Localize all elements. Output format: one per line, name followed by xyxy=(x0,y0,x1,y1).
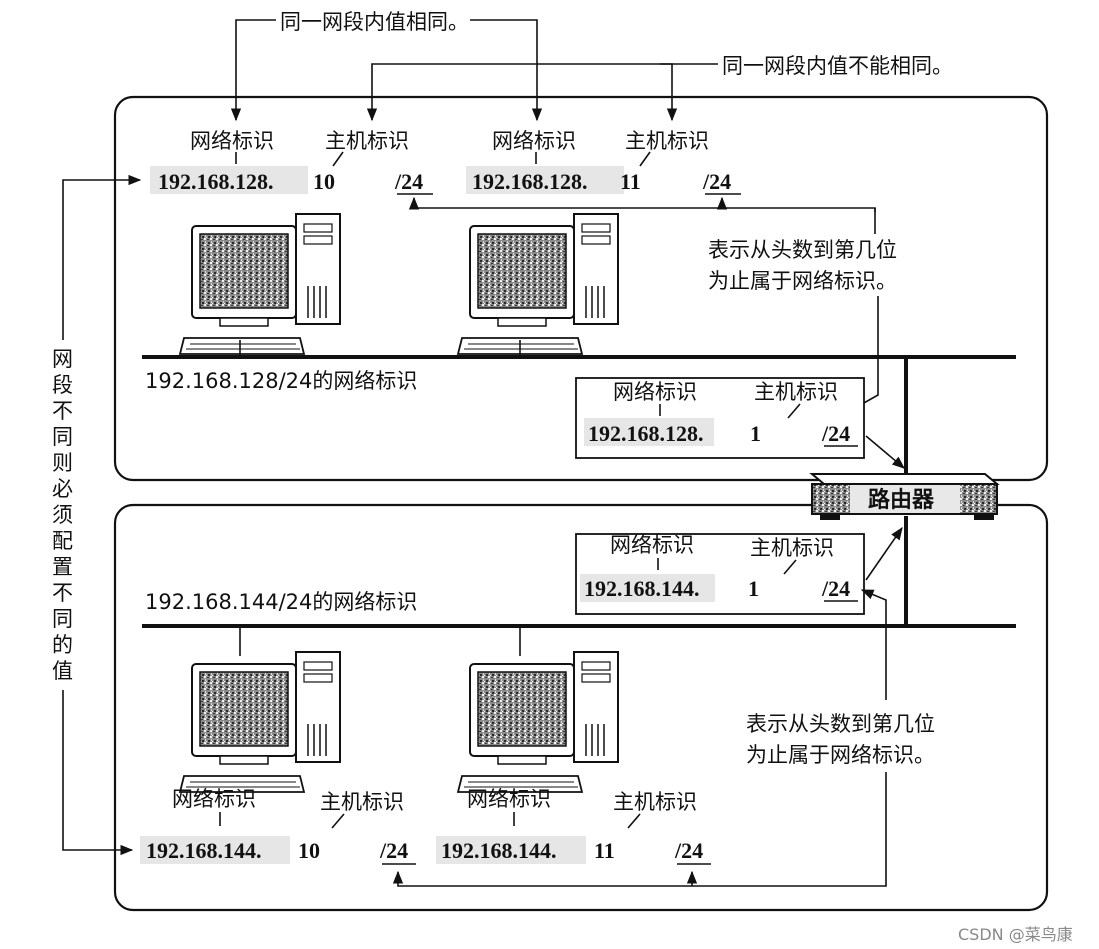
bottom-prefix-note-line1: 表示从头数到第几位 xyxy=(746,712,935,736)
segment-top-box xyxy=(113,95,1049,482)
arrow-bottom-prefix-1 xyxy=(392,772,887,887)
bottom-host2-host-label: 主机标识 xyxy=(613,790,697,814)
svg-text:则: 则 xyxy=(52,451,73,475)
top-computer-1 xyxy=(179,213,341,355)
segment-bottom-box xyxy=(113,503,1049,912)
bottom-host1-host-id: 10 xyxy=(298,838,320,863)
top-host2-host-label: 主机标识 xyxy=(625,129,709,153)
svg-text:须: 须 xyxy=(52,503,73,527)
bottom-computer-1 xyxy=(179,651,341,793)
svg-text:网: 网 xyxy=(52,347,73,371)
svg-text:不: 不 xyxy=(52,581,73,605)
top-host1-host-label: 主机标识 xyxy=(325,129,409,153)
bottom-prefix-note-line2: 为止属于网络标识。 xyxy=(746,743,935,767)
top-prefix-note-line2: 为止属于网络标识。 xyxy=(708,269,897,293)
bottom-network-caption: 192.168.144/24的网络标识 xyxy=(145,590,417,614)
top-port-host-id: 1 xyxy=(750,421,761,446)
svg-text:置: 置 xyxy=(52,555,73,579)
top-port-net-label: 网络标识 xyxy=(613,380,697,404)
arrow-same-left xyxy=(230,19,276,122)
note-same-in-segment: 同一网段内值相同。 xyxy=(280,10,469,34)
bottom-host2-prefix: /24 xyxy=(674,838,703,863)
top-prefix-note-line1: 表示从头数到第几位 xyxy=(708,238,897,262)
top-network-caption: 192.168.128/24的网络标识 xyxy=(145,369,417,393)
bottom-port-prefix: /24 xyxy=(821,576,850,601)
bottom-port-net-label: 网络标识 xyxy=(610,533,694,557)
arrow-side-bottom xyxy=(62,690,134,856)
svg-text:同: 同 xyxy=(52,425,73,449)
bottom-host1-net-label: 网络标识 xyxy=(172,787,256,811)
bottom-computer-2 xyxy=(457,651,619,793)
top-host1-host-id: 10 xyxy=(313,169,335,194)
top-host2-prefix: /24 xyxy=(702,169,731,194)
svg-text:同: 同 xyxy=(52,607,73,631)
router: 路由器 xyxy=(809,473,1000,520)
bottom-port-net-id: 192.168.144. xyxy=(584,576,700,601)
top-host2-net-id: 192.168.128. xyxy=(472,169,588,194)
bottom-host1-net-id: 192.168.144. xyxy=(146,838,262,863)
arrow-diff-right xyxy=(660,63,678,122)
top-host1-prefix: /24 xyxy=(394,169,423,194)
top-computer-2 xyxy=(457,213,619,355)
bottom-port-host-id: 1 xyxy=(748,576,759,601)
side-note: 网 段 不 同 则 必 须 配 置 不 同 的 值 xyxy=(52,347,73,683)
router-label: 路由器 xyxy=(868,487,935,513)
top-host2-net-label: 网络标识 xyxy=(492,129,576,153)
top-port-net-id: 192.168.128. xyxy=(588,421,704,446)
arrow-top-prefix-1 xyxy=(408,196,876,212)
bottom-port-host-label: 主机标识 xyxy=(750,536,834,560)
arrow-top-port-router xyxy=(865,435,905,469)
bottom-host2-host-id: 11 xyxy=(594,838,615,863)
top-port-host-label: 主机标识 xyxy=(754,380,838,404)
top-host1-net-id: 192.168.128. xyxy=(158,169,274,194)
svg-text:不: 不 xyxy=(52,399,73,423)
top-host1-net-label: 网络标识 xyxy=(190,129,274,153)
arrow-bottom-prefix-router xyxy=(860,589,887,700)
note-diff-in-segment: 同一网段内值不能相同。 xyxy=(722,54,953,78)
svg-text:的: 的 xyxy=(52,633,73,657)
arrow-bottom-port-router xyxy=(865,526,903,581)
arrow-diff-left xyxy=(366,63,718,122)
svg-text:必: 必 xyxy=(52,477,73,501)
bottom-host2-net-label: 网络标识 xyxy=(467,787,551,811)
bottom-host1-prefix: /24 xyxy=(379,838,408,863)
top-port-prefix: /24 xyxy=(821,421,850,446)
bottom-host1-host-label: 主机标识 xyxy=(320,790,404,814)
svg-text:配: 配 xyxy=(52,529,73,553)
top-host2-host-id: 11 xyxy=(620,169,641,194)
arrow-side-top xyxy=(62,174,142,340)
svg-text:段: 段 xyxy=(52,373,73,397)
svg-text:值: 值 xyxy=(52,659,73,683)
watermark: CSDN @菜鸟康 xyxy=(958,925,1073,944)
bottom-host2-net-id: 192.168.144. xyxy=(441,838,557,863)
arrow-same-right xyxy=(470,19,543,122)
